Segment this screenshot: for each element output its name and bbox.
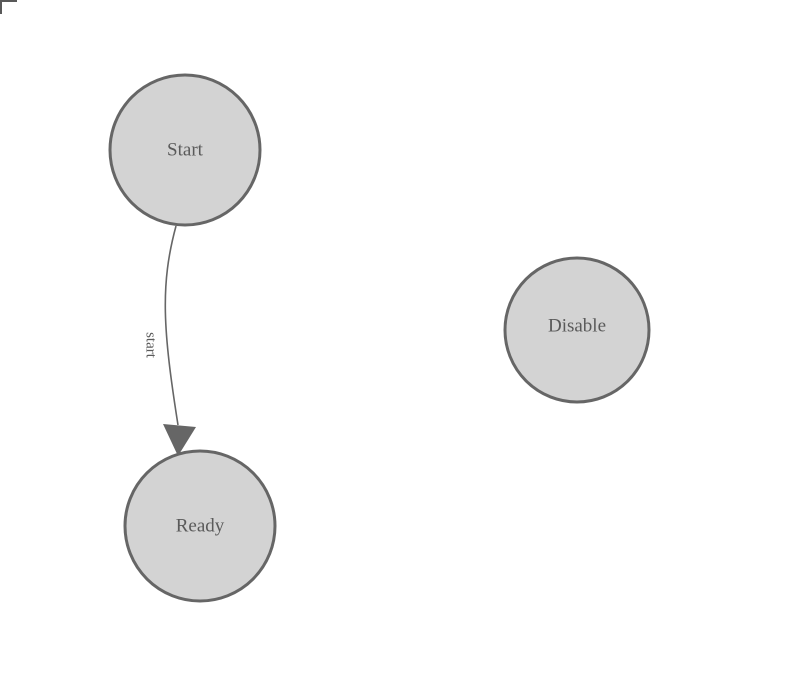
node-start[interactable]: Start bbox=[108, 73, 262, 227]
node-disable-circle[interactable] bbox=[503, 256, 651, 404]
edge-start-to-ready[interactable]: start bbox=[143, 225, 196, 456]
node-ready[interactable]: Ready bbox=[123, 449, 277, 603]
arrowhead-icon bbox=[163, 424, 196, 456]
node-ready-circle[interactable] bbox=[123, 449, 277, 603]
node-start-label: Start bbox=[167, 139, 204, 160]
edge-path-start-to-ready bbox=[164, 225, 179, 426]
edge-label-start: start bbox=[143, 332, 159, 359]
node-disable[interactable]: Disable bbox=[503, 256, 651, 404]
node-ready-label: Ready bbox=[176, 515, 225, 536]
node-start-circle[interactable] bbox=[108, 73, 262, 227]
canvas-corner-mark bbox=[0, 0, 17, 14]
node-disable-label: Disable bbox=[548, 315, 606, 336]
